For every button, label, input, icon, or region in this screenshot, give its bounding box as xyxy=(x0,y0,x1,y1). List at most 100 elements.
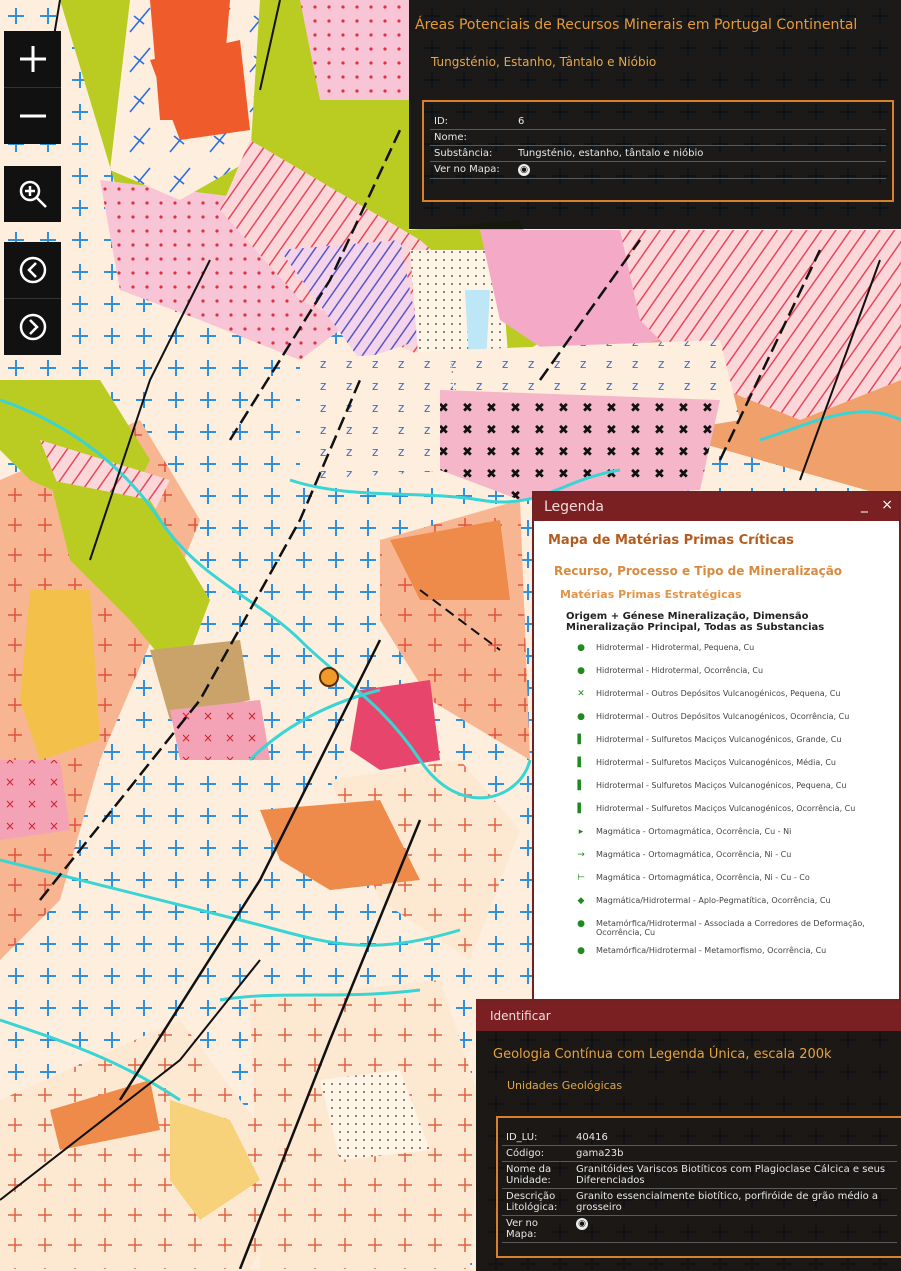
legend-item-label: Hidrotermal - Hidrotermal, Ocorrência, C… xyxy=(596,666,764,675)
info-attribute-table: ID: 6 Nome: Substância: Tungsténio, esta… xyxy=(430,114,886,179)
table-row: Código: gama23b xyxy=(502,1145,897,1162)
attr-value: Tungsténio, estanho, tântalo e nióbio xyxy=(514,145,886,162)
selected-feature-marker xyxy=(319,667,339,687)
legend-symbol: ✕ xyxy=(577,689,585,699)
legend-symbol: → xyxy=(577,850,585,860)
legend-symbol: ⊢ xyxy=(577,873,585,883)
zoom-box-control xyxy=(4,166,61,222)
legend-symbol: ▌ xyxy=(577,758,585,768)
attr-label: Nome da Unidade: xyxy=(502,1161,572,1189)
previous-extent-button[interactable] xyxy=(4,242,61,299)
chevron-left-circle-icon xyxy=(19,256,46,284)
legend-symbol: ● xyxy=(577,919,585,929)
legend-item: ● Metamórfica/Hidrotermal - Associada a C… xyxy=(574,919,889,937)
legend-item-label: Magmática - Ortomagmática, Ocorrência, C… xyxy=(596,827,792,836)
legend-symbol: ▌ xyxy=(577,781,585,791)
legend-body: Mapa de Matérias Primas Críticas Recurso… xyxy=(534,521,899,977)
legend-item-label: Hidrotermal - Sulfuretos Maciços Vulcano… xyxy=(596,781,847,790)
zoom-box-button[interactable] xyxy=(4,166,61,222)
info-panel-subtitle: Tungsténio, Estanho, Tântalo e Nióbio xyxy=(431,55,657,69)
table-row: Ver no Mapa: ◉ xyxy=(502,1215,897,1243)
magnifier-plus-icon xyxy=(19,180,47,208)
legend-item-label: Hidrotermal - Sulfuretos Maciços Vulcano… xyxy=(596,758,836,767)
attr-value: Granitóides Variscos Biotíticos com Plag… xyxy=(572,1161,897,1189)
attr-label: Ver no Mapa: xyxy=(430,161,514,179)
attr-label: Ver no Mapa: xyxy=(502,1215,572,1243)
attr-value: Granito essencialmente biotítico, porfir… xyxy=(572,1188,897,1216)
zoom-in-button[interactable] xyxy=(4,31,61,88)
legend-item: ● Hidrotermal - Hidrotermal, Pequena, Cu xyxy=(574,643,889,657)
legend-item: → Magmática - Ortomagmática, Ocorrência, … xyxy=(574,850,889,864)
chevron-right-circle-icon xyxy=(19,313,46,341)
minimize-icon[interactable]: _ xyxy=(860,497,868,513)
zoom-out-button[interactable] xyxy=(4,88,61,144)
identify-layer-subtitle: Unidades Geológicas xyxy=(507,1079,623,1092)
attr-value: ◉ xyxy=(572,1215,897,1243)
table-row: Substância: Tungsténio, estanho, tântalo… xyxy=(430,145,886,162)
table-row: Ver no Mapa: ◉ xyxy=(430,161,886,179)
table-row: Nome da Unidade: Granitóides Variscos Bi… xyxy=(502,1161,897,1189)
legend-item: ▌ Hidrotermal - Sulfuretos Maciços Vulcan… xyxy=(574,781,889,795)
table-row: ID_LU: 40416 xyxy=(502,1130,897,1146)
legend-symbol: ● xyxy=(577,946,585,956)
legend-item-label: Hidrotermal - Sulfuretos Maciços Vulcano… xyxy=(596,735,842,744)
attr-value: ◉ xyxy=(514,161,886,179)
identify-layer-title: Geologia Contínua com Legenda Única, esc… xyxy=(493,1047,832,1062)
legend-symbol: ▌ xyxy=(577,735,585,745)
legend-item: ⊢ Magmática - Ortomagmática, Ocorrência, … xyxy=(574,873,889,887)
legend-item: ✕ Hidrotermal - Outros Depósitos Vulcanog… xyxy=(574,689,889,703)
legend-item-label: Magmática - Ortomagmática, Ocorrência, N… xyxy=(596,850,792,859)
legend-group: Origem + Génese Mineralização, Dimensão … xyxy=(566,611,825,633)
legend-item: ◆ Magmática/Hidrotermal - Aplo-Pegmatític… xyxy=(574,896,889,910)
extent-controls xyxy=(4,242,61,355)
attr-label: Descrição Litológica: xyxy=(502,1188,572,1216)
feature-info-panel: Áreas Potenciais de Recursos Minerais em… xyxy=(409,0,901,229)
next-extent-button[interactable] xyxy=(4,299,61,355)
minus-icon xyxy=(19,114,46,118)
identify-attribute-table: ID_LU: 40416 Código: gama23b Nome da Uni… xyxy=(502,1130,897,1243)
attr-value: 40416 xyxy=(572,1130,897,1146)
attr-value: 6 xyxy=(514,114,886,130)
legend-symbol: ◆ xyxy=(577,896,585,906)
legend-item-label: Hidrotermal - Hidrotermal, Pequena, Cu xyxy=(596,643,755,652)
attr-label: Nome: xyxy=(430,129,514,146)
legend-section: Recurso, Processo e Tipo de Mineralizaçã… xyxy=(554,564,843,578)
legend-item-label: Hidrotermal - Outros Depósitos Vulcanogé… xyxy=(596,712,850,721)
legend-item: ▸Magmática - Ortomagmática, Ocorrência, … xyxy=(574,827,889,841)
legend-symbol: ▌ xyxy=(577,804,585,814)
attr-label: Código: xyxy=(502,1145,572,1162)
plus-icon xyxy=(19,46,46,72)
legend-panel: Legenda _ × Mapa de Matérias Primas Crít… xyxy=(532,491,901,1001)
info-panel-title: Áreas Potenciais de Recursos Minerais em… xyxy=(415,17,858,33)
attr-label: ID: xyxy=(430,114,514,130)
legend-item: ▌ Hidrotermal - Sulfuretos Maciços Vulcan… xyxy=(574,735,889,749)
legend-header-title: Legenda xyxy=(544,499,605,515)
table-row: ID: 6 xyxy=(430,114,886,130)
zoom-controls xyxy=(4,31,61,144)
legend-symbol: ● xyxy=(577,643,585,653)
legend-item-label: Hidrotermal - Outros Depósitos Vulcanogé… xyxy=(596,689,841,698)
attr-value: gama23b xyxy=(572,1145,897,1162)
globe-icon[interactable]: ◉ xyxy=(518,164,530,176)
attr-value xyxy=(514,129,886,146)
globe-icon[interactable]: ◉ xyxy=(576,1218,588,1230)
table-row: Nome: xyxy=(430,129,886,146)
legend-header[interactable]: Legenda _ × xyxy=(534,493,899,521)
close-icon[interactable]: × xyxy=(881,497,893,513)
legend-item-label: Hidrotermal - Sulfuretos Maciços Vulcano… xyxy=(596,804,856,813)
legend-symbol: ● xyxy=(577,712,585,722)
identify-panel: Identificar Geologia Contínua com Legend… xyxy=(476,999,901,1271)
legend-subsection: Matérias Primas Estratégicas xyxy=(560,588,742,601)
legend-item: ● Hidrotermal - Outros Depósitos Vulcanog… xyxy=(574,712,889,726)
legend-item-label: Magmática/Hidrotermal - Aplo-Pegmatítica… xyxy=(596,896,831,905)
identify-header[interactable]: Identificar xyxy=(476,1001,901,1031)
attr-label: Substância: xyxy=(430,145,514,162)
legend-item: ▌ Hidrotermal - Sulfuretos Maciços Vulcan… xyxy=(574,758,889,772)
legend-item-label: Metamórfica/Hidrotermal - Associada a Co… xyxy=(596,919,865,937)
legend-item-list: ●Hidrotermal - Hidrotermal, Pequena, Cu … xyxy=(544,643,889,960)
legend-symbol: ● xyxy=(577,666,585,676)
legend-item-label: Metamórfica/Hidrotermal - Metamorfismo, … xyxy=(596,946,827,955)
legend-item: ▌ Hidrotermal - Sulfuretos Maciços Vulcan… xyxy=(574,804,889,818)
legend-item-label: Magmática - Ortomagmática, Ocorrência, N… xyxy=(596,873,810,882)
legend-item: ● Metamórfica/Hidrotermal - Metamorfismo,… xyxy=(574,946,889,960)
